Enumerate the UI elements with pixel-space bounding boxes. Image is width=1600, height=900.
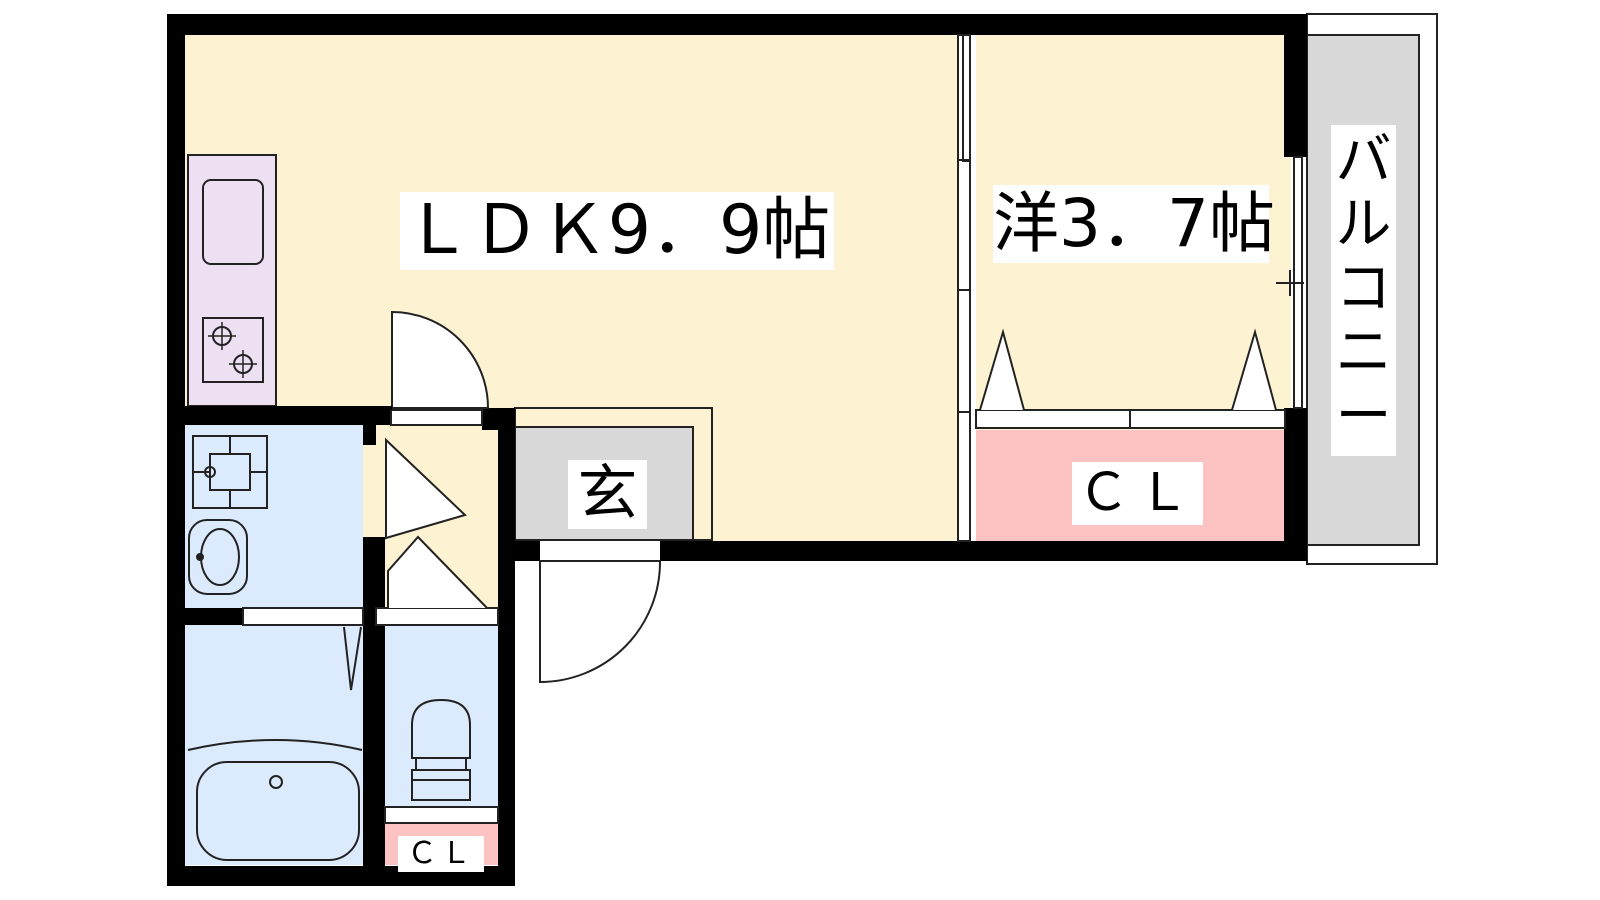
washing-machine-pan	[192, 435, 268, 509]
toilet-area	[385, 625, 498, 807]
ldk-label: ＬＤＫ9．9帖	[400, 192, 834, 270]
swing-doors	[384, 310, 662, 684]
western-room-label: 洋3．7帖	[993, 185, 1275, 263]
bedroom-closet-label: ＣＬ	[1072, 462, 1203, 525]
stove-icon	[202, 317, 264, 383]
entrance-label: 玄	[568, 460, 647, 529]
toilet	[411, 698, 471, 801]
kitchen-sink-icon	[202, 179, 264, 265]
toilet-closet-label: ＣＬ	[398, 836, 484, 872]
bathtub	[187, 626, 363, 861]
balcony-label: バルコニー	[1331, 125, 1396, 456]
closet-doors	[979, 328, 1277, 411]
walls	[167, 14, 1307, 886]
wash-basin	[188, 519, 248, 595]
